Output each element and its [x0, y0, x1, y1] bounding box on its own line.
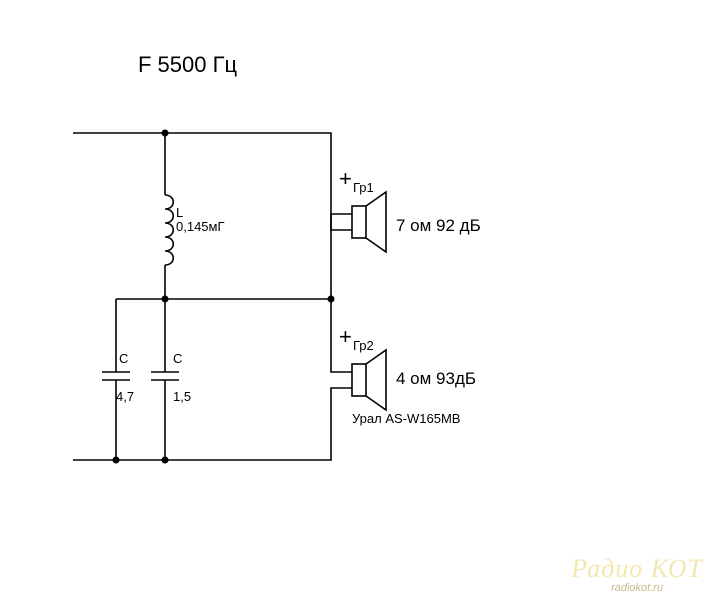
speaker-2-model: Урал AS-W165MB — [352, 411, 460, 426]
watermark-main: Радио КОТ — [571, 554, 703, 583]
bottom-ground-wire — [73, 387, 352, 461]
speaker-2-icon — [351, 348, 387, 412]
capacitor-2 — [151, 299, 179, 460]
junction-dot — [161, 456, 169, 464]
inductor-ref: L — [176, 205, 183, 220]
middle-node-wire — [116, 213, 352, 373]
inductor-coil — [164, 133, 175, 299]
speaker-1-spec: 7 ом 92 дБ — [396, 216, 481, 235]
capacitor-1 — [102, 299, 130, 460]
diagram-title: F 5500 Гц — [138, 52, 238, 77]
speaker-1-icon — [351, 190, 387, 254]
capacitor-2-value: 1,5 — [173, 389, 191, 404]
junction-dot — [161, 295, 169, 303]
speaker-2-ref: Гр2 — [353, 338, 374, 353]
capacitor-2-ref: C — [173, 351, 182, 366]
capacitor-1-value: 4,7 — [116, 389, 134, 404]
speaker-1-polarity: + — [339, 166, 352, 191]
top-input-wire — [73, 132, 352, 231]
watermark-logo: Радио КОТ radiokot.ru — [571, 554, 703, 595]
speaker-2-polarity: + — [339, 324, 352, 349]
speaker-1-ref: Гр1 — [353, 180, 374, 195]
watermark-sub: radiokot.ru — [611, 582, 664, 594]
junction-dot — [161, 129, 169, 137]
speaker-2-spec: 4 ом 93дБ — [396, 369, 476, 388]
junction-dot — [112, 456, 120, 464]
capacitor-1-ref: C — [119, 351, 128, 366]
junction-dot — [327, 295, 335, 303]
inductor-value: 0,145мГ — [176, 219, 225, 234]
